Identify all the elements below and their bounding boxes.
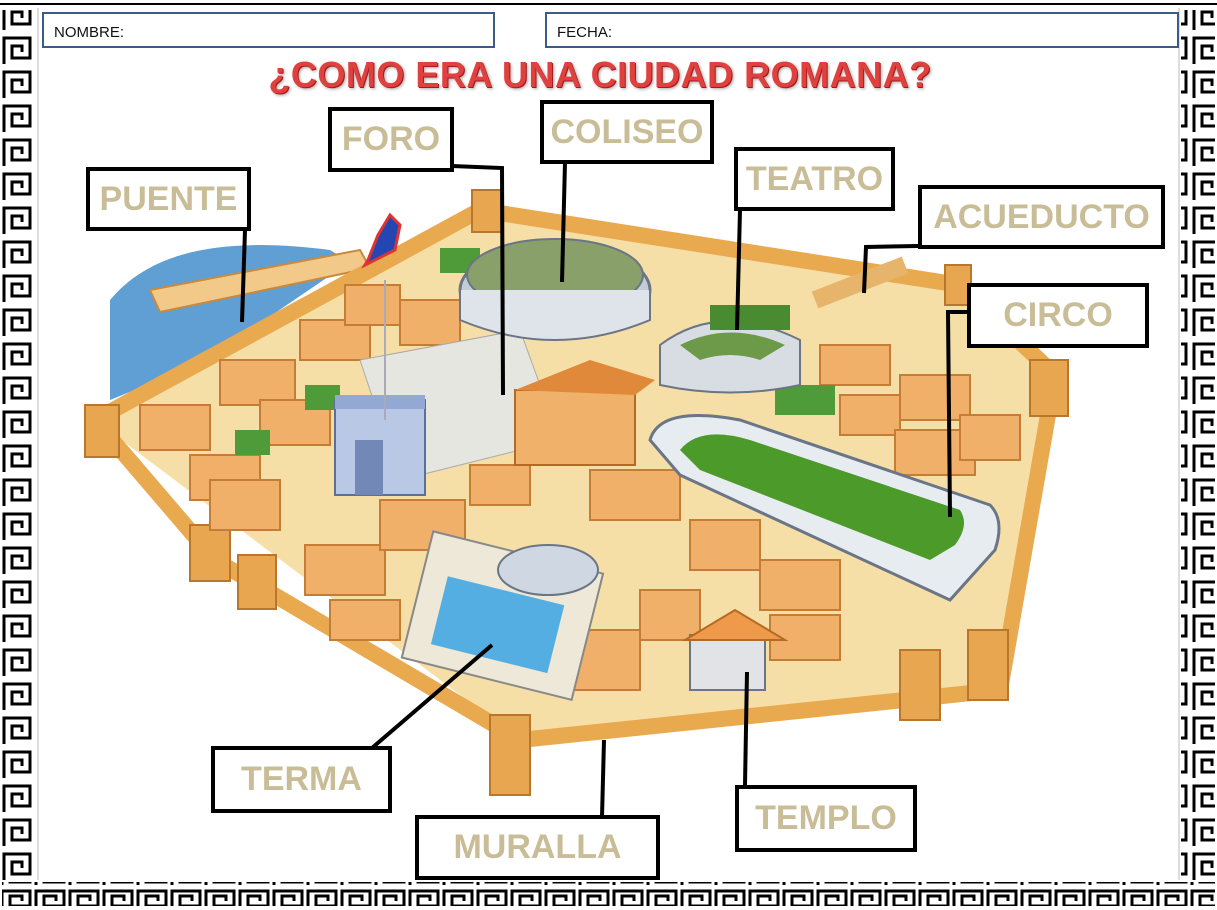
date-label: FECHA:: [557, 24, 613, 41]
label-coliseo[interactable]: COLISEO: [540, 100, 714, 164]
circus: [648, 414, 1001, 602]
label-puente[interactable]: PUENTE: [86, 167, 251, 231]
label-terma[interactable]: TERMA: [211, 746, 392, 813]
theatre: [659, 305, 801, 394]
name-field[interactable]: NOMBRE:: [42, 12, 495, 48]
baths: [400, 530, 605, 702]
label-foro[interactable]: FORO: [328, 107, 454, 172]
statue: [361, 212, 402, 269]
date-field[interactable]: FECHA:: [545, 12, 1179, 48]
triumphal-arch: [334, 395, 426, 496]
label-acueducto[interactable]: ACUEDUCTO: [918, 185, 1165, 249]
label-muralla[interactable]: MURALLA: [415, 815, 660, 880]
page-title: ¿COMO ERA UNA CIUDAD ROMANA?: [268, 54, 932, 95]
label-teatro[interactable]: TEATRO: [734, 147, 895, 211]
label-circo[interactable]: CIRCO: [967, 283, 1149, 348]
name-label: NOMBRE:: [54, 24, 125, 41]
label-templo[interactable]: TEMPLO: [735, 785, 917, 852]
coliseum: [458, 238, 652, 341]
temple: [681, 608, 789, 691]
